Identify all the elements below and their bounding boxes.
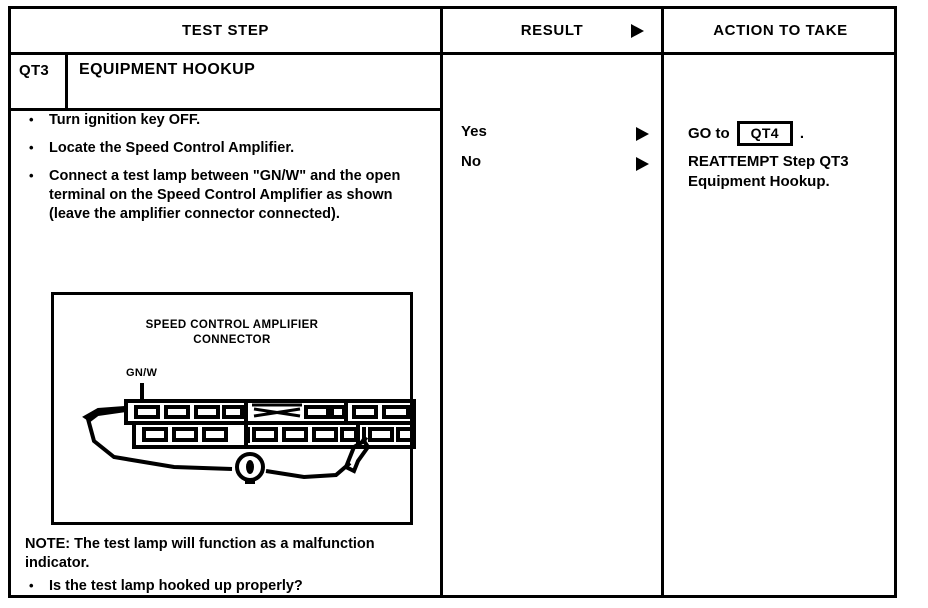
diagram-title-line-2: CONNECTOR: [193, 334, 271, 346]
result-label-yes: Yes: [461, 123, 487, 140]
column-divider-action: [661, 9, 664, 595]
goto-prefix-label: GO to: [688, 125, 730, 142]
right-triangle-icon: [636, 157, 649, 171]
instruction-list: Turn ignition key OFF. Locate the Speed …: [11, 110, 440, 224]
diagram-title: SPEED CONTROL AMPLIFIER CONNECTOR: [54, 318, 410, 348]
connector-pins-lower: [142, 427, 414, 442]
action-row-no: REATTEMPT Step QT3 Equipment Hookup.: [688, 153, 849, 190]
right-triangle-icon: [636, 127, 649, 141]
result-row: No: [443, 153, 661, 175]
list-item: Locate the Speed Control Amplifier.: [25, 138, 431, 158]
list-item: Connect a test lamp between "GN/W" and t…: [25, 166, 431, 224]
result-row: Yes: [443, 123, 661, 145]
step-header-row: QT3 EQUIPMENT HOOKUP: [11, 55, 440, 111]
wire-color-label: GN/W: [126, 367, 158, 379]
test-lead-right-wire: [265, 461, 352, 480]
test-lead-right-probe: [343, 438, 371, 474]
result-content: Yes No: [443, 55, 661, 595]
test-lamp-base: [245, 478, 255, 484]
step-id-divider: [65, 55, 68, 108]
result-label-no: No: [461, 153, 481, 170]
step-title-label: EQUIPMENT HOOKUP: [79, 61, 256, 78]
test-probe-tip: [359, 435, 369, 445]
action-row-yes: GO to QT4 .: [688, 121, 804, 146]
column-divider-result: [440, 9, 443, 595]
column-header-action-to-take: ACTION TO TAKE: [713, 22, 848, 39]
connector-open-terminal: [252, 403, 302, 418]
note-text: NOTE: The test lamp will function as a m…: [25, 536, 375, 571]
list-item: Turn ignition key OFF.: [25, 110, 431, 130]
connector-diagram: SPEED CONTROL AMPLIFIER CONNECTOR GN/W: [51, 292, 416, 525]
action-content: GO to QT4 . REATTEMPT Step QT3 Equipment…: [664, 55, 897, 595]
test-lead-left-wire: [86, 418, 233, 471]
diagram-title-line-1: SPEED CONTROL AMPLIFIER: [145, 319, 319, 331]
step-id-label: QT3: [19, 62, 50, 79]
header-rule: [11, 52, 894, 55]
right-triangle-icon: [631, 24, 644, 38]
test-step-table: TEST STEP RESULT ACTION TO TAKE QT3 EQUI…: [8, 6, 897, 598]
column-header-result: RESULT: [520, 22, 584, 39]
goto-suffix-label: .: [799, 125, 804, 142]
step-header-rule: [11, 108, 440, 111]
goto-step-reference[interactable]: QT4: [736, 121, 793, 146]
connector-illustration-svg: [82, 383, 416, 484]
column-header-test-step: TEST STEP: [181, 22, 270, 39]
test-lead-left-clip: [82, 405, 128, 423]
test-lamp-filament: [246, 460, 254, 474]
connector-pins-upper: [134, 405, 410, 419]
test-step-content: Turn ignition key OFF. Locate the Speed …: [11, 110, 440, 596]
question-text: Is the test lamp hooked up properly?: [25, 576, 425, 596]
connector-pins-upper-mid: [304, 405, 346, 419]
